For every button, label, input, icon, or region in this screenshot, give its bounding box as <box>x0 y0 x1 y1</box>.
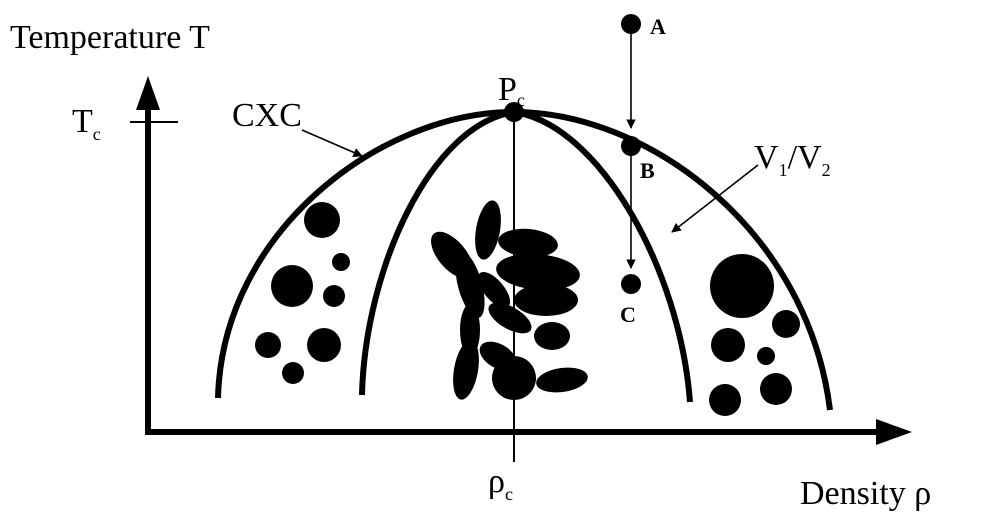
critical-point-label: Pc <box>498 71 525 110</box>
point-c <box>621 274 641 294</box>
critical-point <box>504 102 524 122</box>
point-c-label: C <box>620 302 636 327</box>
x-axis-label: Density ρ <box>800 475 931 512</box>
right-droplets <box>709 254 800 416</box>
cxc-pointer-arrow <box>301 129 363 157</box>
y-axis-arrow-icon <box>136 76 160 110</box>
y-axis <box>136 76 160 432</box>
x-axis-arrow-icon <box>876 419 912 445</box>
rhoc-label: ρc <box>488 463 513 504</box>
point-a <box>621 14 641 34</box>
y-axis-label: Temperature T <box>10 19 210 56</box>
x-axis <box>145 419 912 445</box>
tc-label: Tc <box>72 103 101 144</box>
left-droplets <box>255 202 350 384</box>
point-b-label: B <box>640 158 655 183</box>
v1v2-pointer-arrow <box>671 164 759 233</box>
central-cluster <box>431 200 588 400</box>
point-b <box>621 136 641 156</box>
cxc-label: CXC <box>232 97 302 134</box>
v1v2-label: V1/V2 <box>754 139 831 180</box>
point-a-label: A <box>650 14 666 39</box>
